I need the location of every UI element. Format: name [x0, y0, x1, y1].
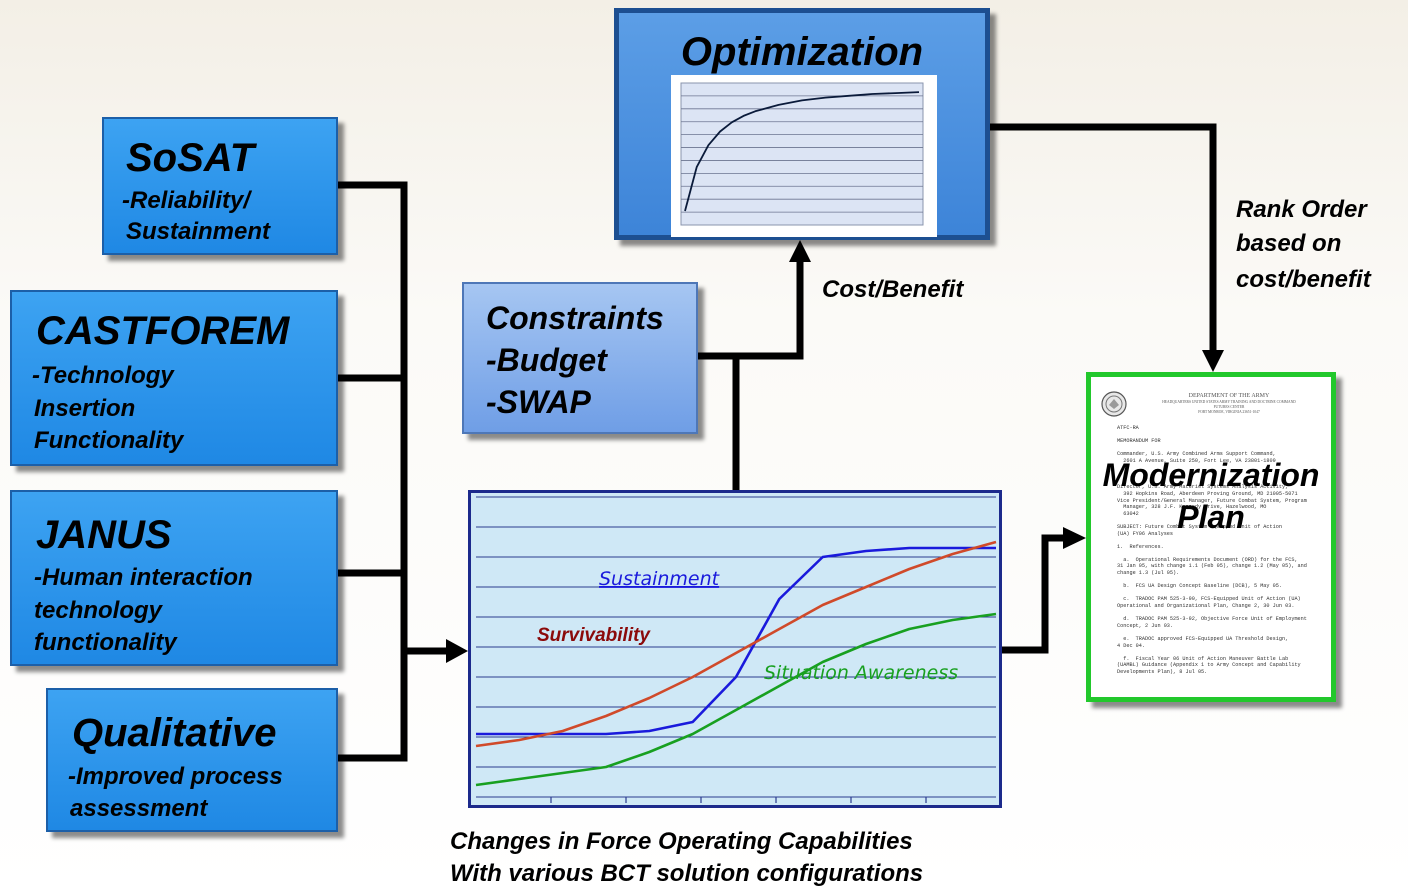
janus-line-2: technology — [34, 597, 163, 624]
constraints-line-2: -Budget — [486, 342, 607, 378]
castforem-line-2: Insertion — [34, 395, 136, 422]
series-line-1 — [475, 540, 997, 748]
qualitative-box: Qualitative -Improved process assessment — [46, 688, 338, 832]
doc-header-line-2: HEADQUARTERS UNITED STATES ARMY TRAINING… — [1162, 400, 1296, 404]
sosat-line-2: Sustainment — [126, 218, 271, 245]
series-line-2 — [475, 612, 997, 787]
arrowhead-optimization — [789, 240, 811, 262]
arrowhead-chart — [446, 639, 468, 663]
connector-constraints-optimization — [696, 258, 804, 360]
doc-header-line-4: FORT MONROE, VIRGINIA 23651-1047 — [1198, 410, 1260, 414]
modernization-title-line-1: Modernization — [1102, 457, 1320, 493]
series-label-0: Sustainment — [599, 568, 721, 590]
optimization-box: Optimization — [614, 8, 990, 240]
cost-benefit-label: Cost/Benefit — [822, 276, 964, 303]
series-label-1: Survivability — [537, 625, 651, 646]
rank-order-line-2: based on — [1236, 230, 1342, 257]
janus-box: JANUS -Human interaction technology func… — [10, 490, 338, 666]
doc-header-line-1: DEPARTMENT OF THE ARMY — [1188, 393, 1270, 399]
castforem-title: CASTFOREM — [36, 309, 290, 353]
series-label-2: Situation Awareness — [764, 662, 958, 684]
sosat-title: SoSAT — [126, 136, 255, 180]
constraints-box: Constraints -Budget -SWAP — [462, 282, 698, 434]
castforem-box: CASTFOREM -Technology Insertion Function… — [10, 290, 338, 466]
doc-header: DEPARTMENT OF THE ARMY HEADQUARTERS UNIT… — [1131, 393, 1327, 415]
doc-header-line-3: FUTURES CENTER — [1213, 405, 1245, 409]
sosat-box: SoSAT -Reliability/ Sustainment — [102, 117, 338, 255]
connector-chart-plan — [1000, 534, 1069, 654]
arrowhead-plan-top — [1202, 350, 1224, 372]
janus-title: JANUS — [36, 513, 172, 557]
castforem-line-3: Functionality — [34, 427, 184, 454]
castforem-line-1: -Technology — [32, 362, 174, 389]
caption-line-2: With various BCT solution configurations — [450, 860, 924, 887]
constraints-line-3: -SWAP — [486, 384, 591, 420]
connector-optimization-plan — [986, 123, 1217, 356]
army-seal-icon — [1101, 391, 1127, 417]
doc-body: ATFC-RA MEMORANDUM FOR Commander, U.S. A… — [1117, 425, 1307, 675]
qualitative-line-2: assessment — [70, 795, 208, 822]
modernization-title-line-2: Plan — [1177, 499, 1245, 535]
caption-line-1: Changes in Force Operating Capabilities — [450, 828, 913, 855]
constraints-line-1: Constraints — [486, 300, 664, 336]
rank-order-line-3: cost/benefit — [1236, 266, 1371, 293]
opt-chart-plot-area — [680, 82, 924, 226]
qualitative-title: Qualitative — [72, 711, 277, 755]
modernization-document: DEPARTMENT OF THE ARMY HEADQUARTERS UNIT… — [1086, 372, 1336, 702]
series-line-0 — [476, 546, 996, 736]
arrowhead-plan-side — [1063, 527, 1086, 549]
janus-line-3: functionality — [34, 629, 177, 656]
rank-order-line-1: Rank Order — [1236, 196, 1367, 223]
sosat-line-1: -Reliability/ — [122, 187, 251, 214]
qualitative-line-1: -Improved process — [68, 763, 283, 790]
optimization-chart — [671, 75, 937, 237]
optimization-title: Optimization — [680, 30, 924, 74]
connector-sosat — [336, 181, 408, 762]
opt-chart-curve — [684, 91, 920, 212]
janus-line-1: -Human interaction — [34, 564, 253, 591]
